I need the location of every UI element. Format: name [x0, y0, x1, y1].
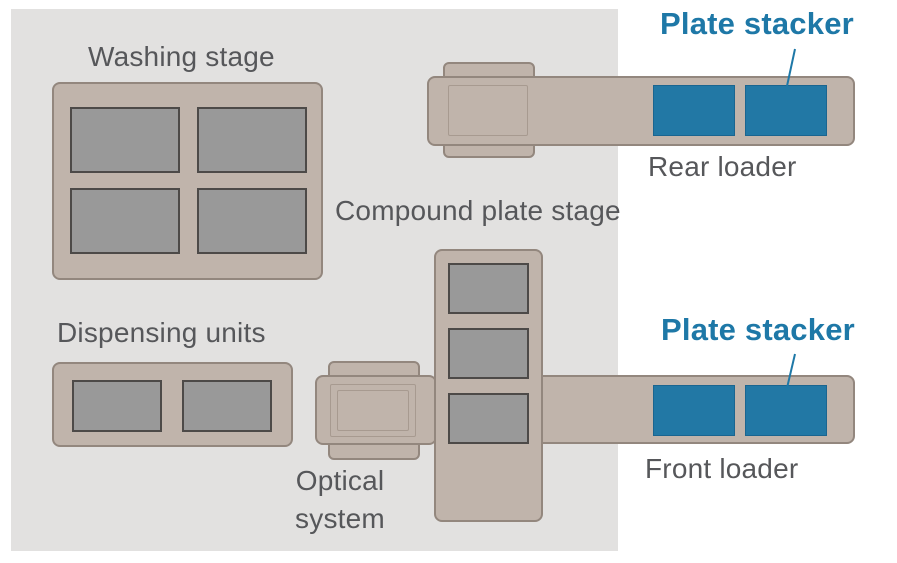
- washing-stage-plate: [197, 188, 307, 254]
- compound-plate-stage-label: Compound plate stage: [335, 195, 621, 226]
- dispensing-units-plates: [52, 362, 293, 447]
- washing-stage-plate: [197, 107, 307, 173]
- rear-loader-stacker-slots: [653, 85, 827, 136]
- plate-stacker-label-top: Plate stacker: [660, 6, 854, 41]
- plate-stacker-slot: [653, 85, 735, 136]
- plate-stacker-slot: [745, 385, 827, 436]
- optical-system-label-line1: Optical: [295, 465, 385, 496]
- dispensing-unit-plate: [72, 380, 162, 432]
- washing-stage-plates: [52, 82, 323, 280]
- washing-stage-plate: [70, 107, 180, 173]
- rear-loader-empty-position: [448, 85, 528, 136]
- rear-loader-bar: [427, 76, 855, 146]
- optical-system-window-outer: [330, 384, 416, 437]
- rear-loader-label: Rear loader: [648, 151, 797, 182]
- front-loader-stacker-slots: [653, 385, 827, 436]
- optical-system-window-inner: [337, 390, 409, 431]
- front-loader-label: Front loader: [645, 453, 799, 484]
- compound-plate: [448, 263, 529, 314]
- plate-stacker-slot: [653, 385, 735, 436]
- optical-system-body: [315, 375, 437, 445]
- washing-stage-label: Washing stage: [88, 41, 275, 72]
- dispensing-unit-plate: [182, 380, 272, 432]
- plate-stacker-slot: [745, 85, 827, 136]
- optical-system-label: Optical system: [290, 462, 390, 538]
- optical-system-label-line2: system: [295, 503, 385, 534]
- compound-plate-stage-plates: [434, 249, 543, 522]
- compound-plate: [448, 393, 529, 444]
- compound-plate: [448, 328, 529, 379]
- dispensing-units-label: Dispensing units: [57, 317, 266, 348]
- plate-stacker-label-bottom: Plate stacker: [661, 312, 855, 347]
- washing-stage-plate: [70, 188, 180, 254]
